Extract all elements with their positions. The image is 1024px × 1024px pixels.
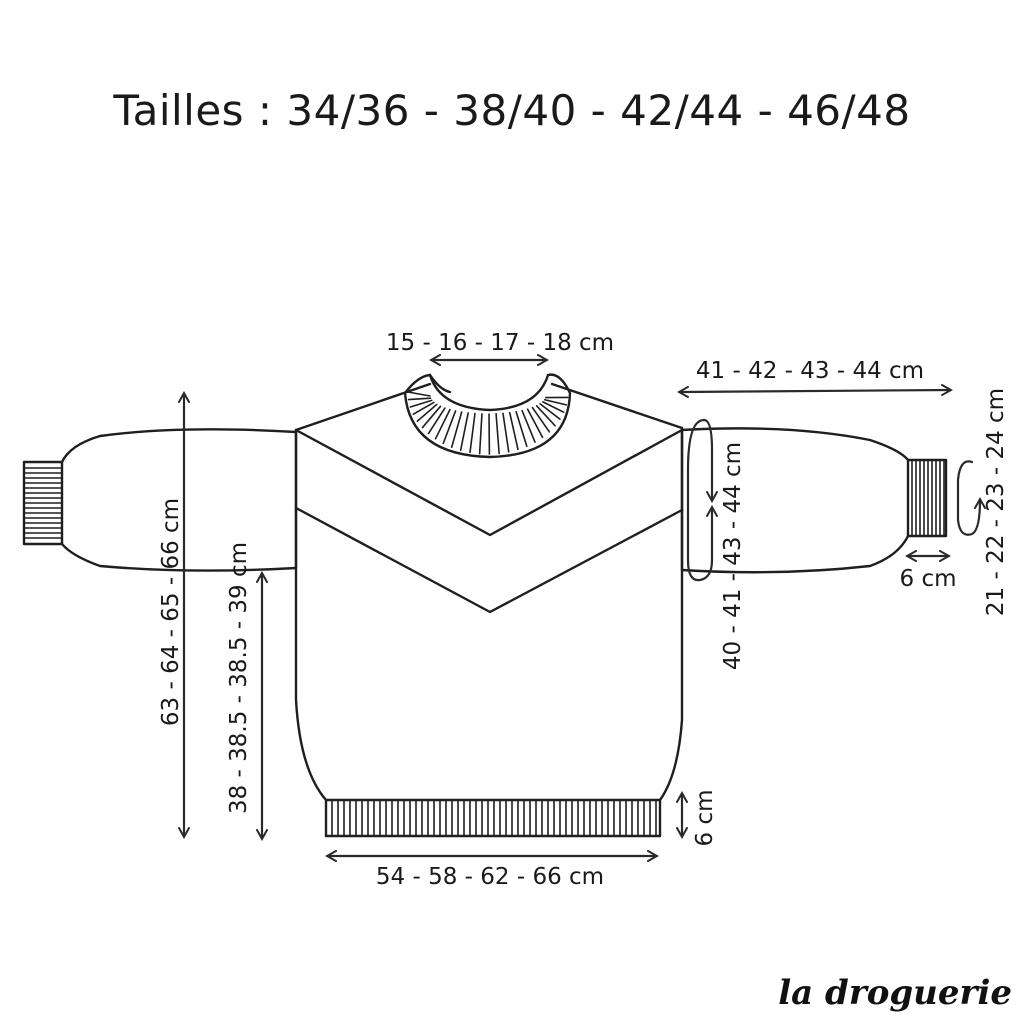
right-cuff-ribbing: [911, 459, 945, 537]
brand-logo: la droguerie: [778, 973, 1012, 1013]
right-sleeve: [680, 427, 948, 574]
upper-arm-label: 40 - 41 - 43 - 44 cm: [720, 442, 746, 670]
body-length-label: 38 - 38.5 - 38.5 - 39 cm: [226, 542, 252, 814]
hem-ribbing: [331, 799, 657, 837]
sleeve-length-arrow: [680, 390, 950, 392]
cuff-label: 6 cm: [900, 566, 957, 592]
page-title: Tailles : 34/36 - 38/40 - 42/44 - 46/48: [113, 86, 911, 135]
left-sleeve: [22, 428, 298, 572]
dimension-arrows: [184, 360, 980, 856]
collar-ribbing: [407, 391, 569, 455]
upper-arm-loop-arrow: [686, 418, 712, 582]
collar: [403, 373, 572, 459]
body-width-label: 54 - 58 - 62 - 66 cm: [376, 864, 604, 890]
sleeve-length-label: 41 - 42 - 43 - 44 cm: [696, 358, 924, 384]
neck-width-label: 15 - 16 - 17 - 18 cm: [386, 330, 614, 356]
sweater-body: [294, 382, 684, 838]
wrist-loop-arrow: [956, 460, 980, 536]
left-cuff-ribbing: [23, 467, 63, 539]
total-length-label: 63 - 64 - 65 - 66 cm: [158, 498, 184, 726]
hem-rib-label: 6 cm: [692, 790, 718, 847]
wrist-label: 21 - 22 - 23 - 24 cm: [983, 388, 1009, 616]
